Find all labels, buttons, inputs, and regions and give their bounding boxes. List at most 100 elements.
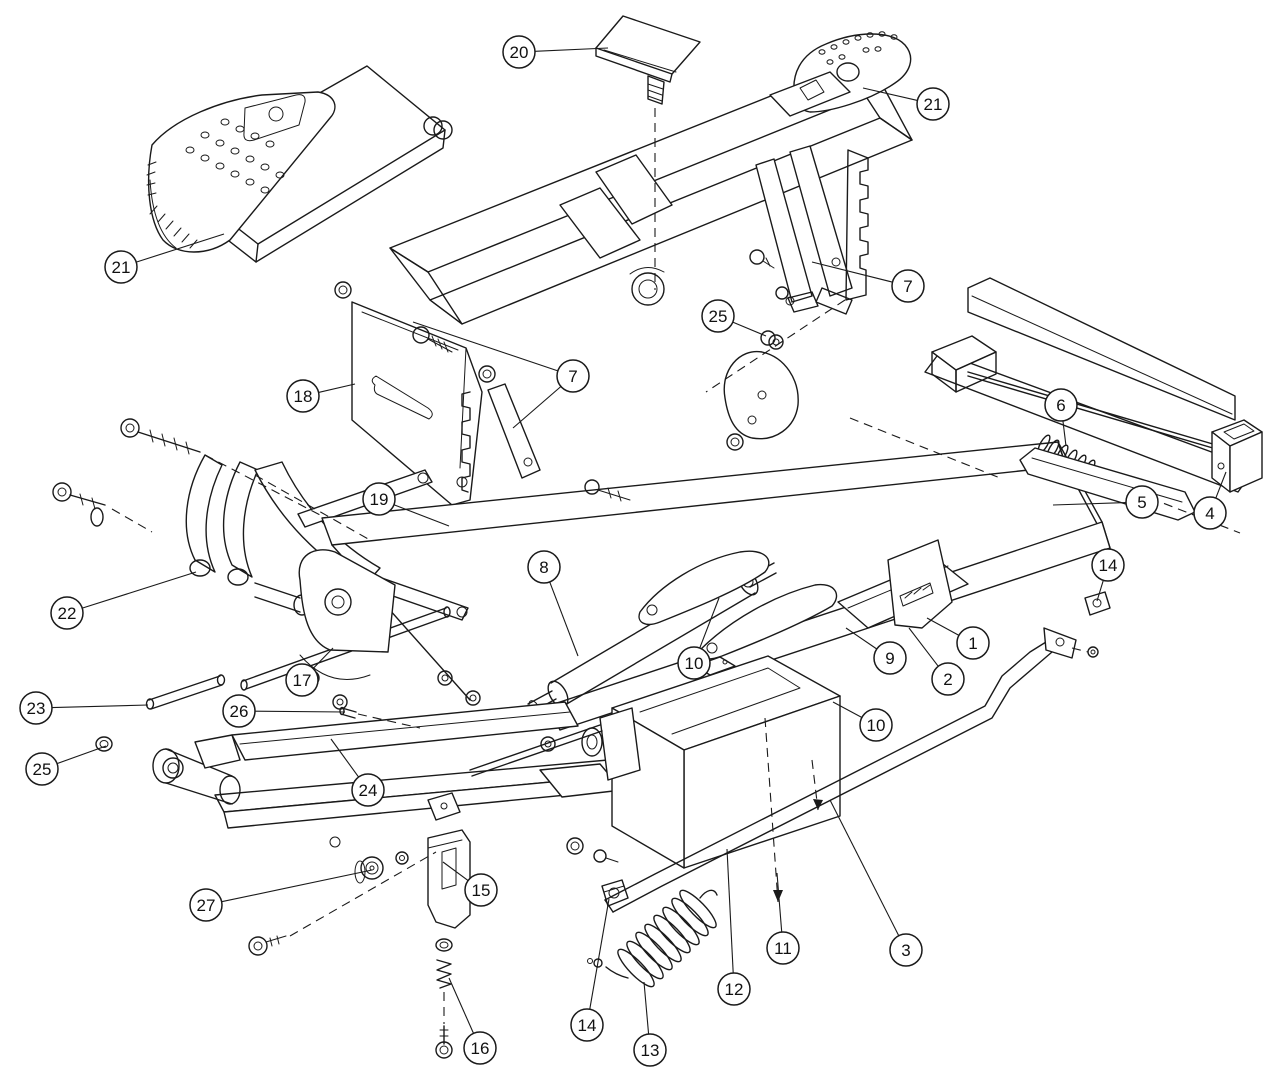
callout-balloon (916, 87, 950, 121)
callout-number: 7 (903, 277, 912, 296)
callout-leader-line (254, 710, 346, 713)
callout-balloon (701, 299, 735, 333)
part-tension-arms-10 (638, 550, 840, 707)
callout-number: 5 (1137, 493, 1146, 512)
callout-number: 12 (725, 980, 744, 999)
callout-leader-line (51, 704, 149, 709)
callout-number: 10 (685, 654, 704, 673)
callout-10: 10 (832, 701, 893, 742)
callout-leader-line (318, 383, 356, 393)
callout-number: 22 (58, 604, 77, 623)
part-locknut-25-middle (760, 330, 784, 350)
callout-leader-line (534, 47, 609, 52)
callout-balloon (19, 691, 53, 725)
callout-balloon (1125, 485, 1159, 519)
callout-number: 16 (471, 1039, 490, 1058)
callout-balloon (859, 708, 893, 742)
callout-2: 2 (908, 627, 965, 696)
callout-balloon (351, 773, 385, 807)
callout-25: 25 (25, 745, 107, 786)
callout-balloon (25, 752, 59, 786)
callout-number: 8 (539, 558, 548, 577)
callout-balloon (633, 1033, 667, 1067)
callout-16: 16 (448, 977, 497, 1065)
part-stabilizer-bar-3 (604, 627, 1077, 913)
callout-number: 19 (370, 490, 389, 509)
part-console-mount-21-right (769, 31, 912, 117)
callout-number: 7 (568, 367, 577, 386)
callout-number: 3 (901, 941, 910, 960)
callout-number: 1 (968, 634, 977, 653)
callout-number: 18 (294, 387, 313, 406)
callout-14: 14 (1091, 548, 1125, 602)
callout-balloon (464, 873, 498, 907)
callout-number: 26 (230, 702, 249, 721)
callout-leader-line (1062, 420, 1067, 447)
callout-19: 19 (362, 482, 450, 527)
callout-balloon (891, 269, 925, 303)
callout-leader-line (699, 597, 720, 649)
callout-number: 2 (943, 670, 952, 689)
part-mast-legs-7 (749, 145, 869, 315)
callout-23: 23 (19, 691, 149, 725)
part-front-roller-pulley (152, 734, 409, 884)
callout-21: 21 (104, 233, 225, 284)
callout-leader-line (811, 261, 893, 283)
callout-balloon (1091, 548, 1125, 582)
part-console-end-cap (146, 91, 336, 253)
callout-number: 23 (27, 699, 46, 718)
callout-leader-line (829, 799, 900, 936)
part-motor-box (469, 655, 841, 869)
callout-leader-line (1096, 580, 1104, 602)
callout-balloon (717, 972, 751, 1006)
callout-number: 14 (578, 1016, 597, 1035)
callout-balloon (286, 379, 320, 413)
callout-25: 25 (701, 299, 767, 337)
callout-8: 8 (527, 550, 579, 657)
part-spring-13 (587, 889, 718, 988)
callout-7: 7 (412, 321, 590, 429)
callout-leader-line (862, 87, 918, 101)
callout-26: 26 (222, 694, 346, 728)
callout-leader-line (832, 701, 863, 718)
callout-5: 5 (1052, 485, 1159, 519)
callout-balloon (873, 641, 907, 675)
callout-15: 15 (442, 861, 498, 907)
callout-10: 10 (677, 597, 720, 680)
callout-balloon (1193, 496, 1227, 530)
part-pivot-plate-center (723, 350, 799, 451)
callout-leader-line (442, 861, 469, 881)
callout-22: 22 (50, 571, 197, 630)
callout-number: 4 (1205, 504, 1214, 523)
callout-leader-line (330, 738, 360, 778)
callout-balloon (570, 1008, 604, 1042)
part-guide-bracket-15 (427, 792, 471, 929)
callout-12: 12 (717, 848, 751, 1006)
callout-leader-line (926, 617, 960, 636)
callout-balloon (556, 359, 590, 393)
callout-balloon (362, 482, 396, 516)
callout-number: 15 (472, 881, 491, 900)
callout-leader-line (1052, 501, 1127, 506)
callout-leader-line (732, 321, 767, 337)
callout-balloon (766, 931, 800, 965)
callout-leader-line (136, 233, 225, 263)
callout-balloon (189, 888, 223, 922)
callout-27: 27 (189, 869, 373, 922)
callout-number: 11 (774, 939, 792, 958)
callout-number: 13 (641, 1041, 660, 1060)
callout-leader-line (56, 745, 107, 765)
callout-4: 4 (1193, 471, 1227, 530)
callout-balloon (50, 596, 84, 630)
callout-balloon (931, 662, 965, 696)
callout-17: 17 (285, 647, 334, 697)
callout-number: 10 (867, 716, 886, 735)
callout-leader-line (643, 981, 650, 1035)
callout-balloon (527, 550, 561, 584)
callout-balloon (1044, 388, 1078, 422)
callout-number: 21 (924, 95, 943, 114)
callout-number: 25 (709, 307, 728, 326)
callout-balloon (463, 1031, 497, 1065)
